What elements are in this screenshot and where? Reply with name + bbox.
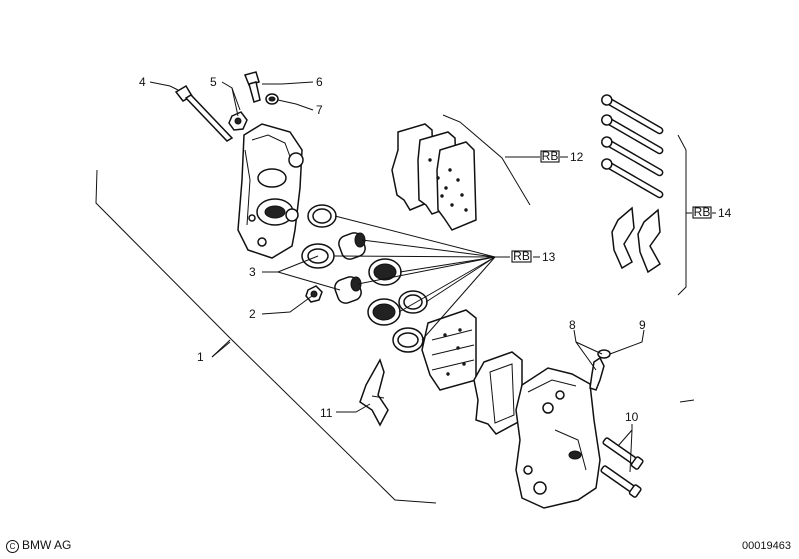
callout-7: 7 xyxy=(316,103,323,117)
callout-10: 10 xyxy=(625,410,639,424)
callout-2: 2 xyxy=(249,307,256,321)
brake-pads-lower xyxy=(421,309,477,391)
cap-9 xyxy=(597,349,611,359)
set-badge-13: RB xyxy=(511,249,532,263)
callout-9: 9 xyxy=(639,318,646,332)
brake-pads-upper xyxy=(391,114,531,231)
caliper-half-left xyxy=(237,123,304,259)
svg-text:RB: RB xyxy=(542,149,559,163)
callout-4: 4 xyxy=(139,75,146,89)
svg-text:RB: RB xyxy=(513,249,530,263)
bolt-4 xyxy=(174,84,234,142)
copyright-icon: C xyxy=(6,540,19,553)
pad-spring-11 xyxy=(359,358,389,427)
bolts-10 xyxy=(600,437,644,498)
callout-5: 5 xyxy=(210,75,217,89)
screw-6 xyxy=(243,71,261,103)
nut-2 xyxy=(305,285,323,303)
set-badge-12: RB xyxy=(540,149,560,163)
piston-seal-set xyxy=(301,204,428,353)
caliper-half-right xyxy=(515,367,601,509)
callout-1: 1 xyxy=(197,350,204,364)
callout-14: 14 xyxy=(718,206,732,220)
callout-3: 3 xyxy=(249,265,256,279)
callout-11: 11 xyxy=(320,406,333,420)
svg-text:RB: RB xyxy=(694,205,711,219)
nut-5 xyxy=(228,111,248,131)
shim-plate xyxy=(473,351,523,435)
washer-7 xyxy=(265,93,279,105)
callout-8: 8 xyxy=(569,318,576,332)
bleeder-valve-8 xyxy=(589,356,605,391)
callout-13: 13 xyxy=(542,250,556,264)
pin-spring-set xyxy=(601,94,687,296)
callout-6: 6 xyxy=(316,75,323,89)
edge-mark xyxy=(679,399,695,403)
leader-lines xyxy=(149,81,716,473)
callout-12: 12 xyxy=(570,150,584,164)
brand-name: BMW AG xyxy=(22,538,72,552)
document-number: 00019463 xyxy=(742,540,791,552)
set-badge-14: RB xyxy=(692,205,712,219)
